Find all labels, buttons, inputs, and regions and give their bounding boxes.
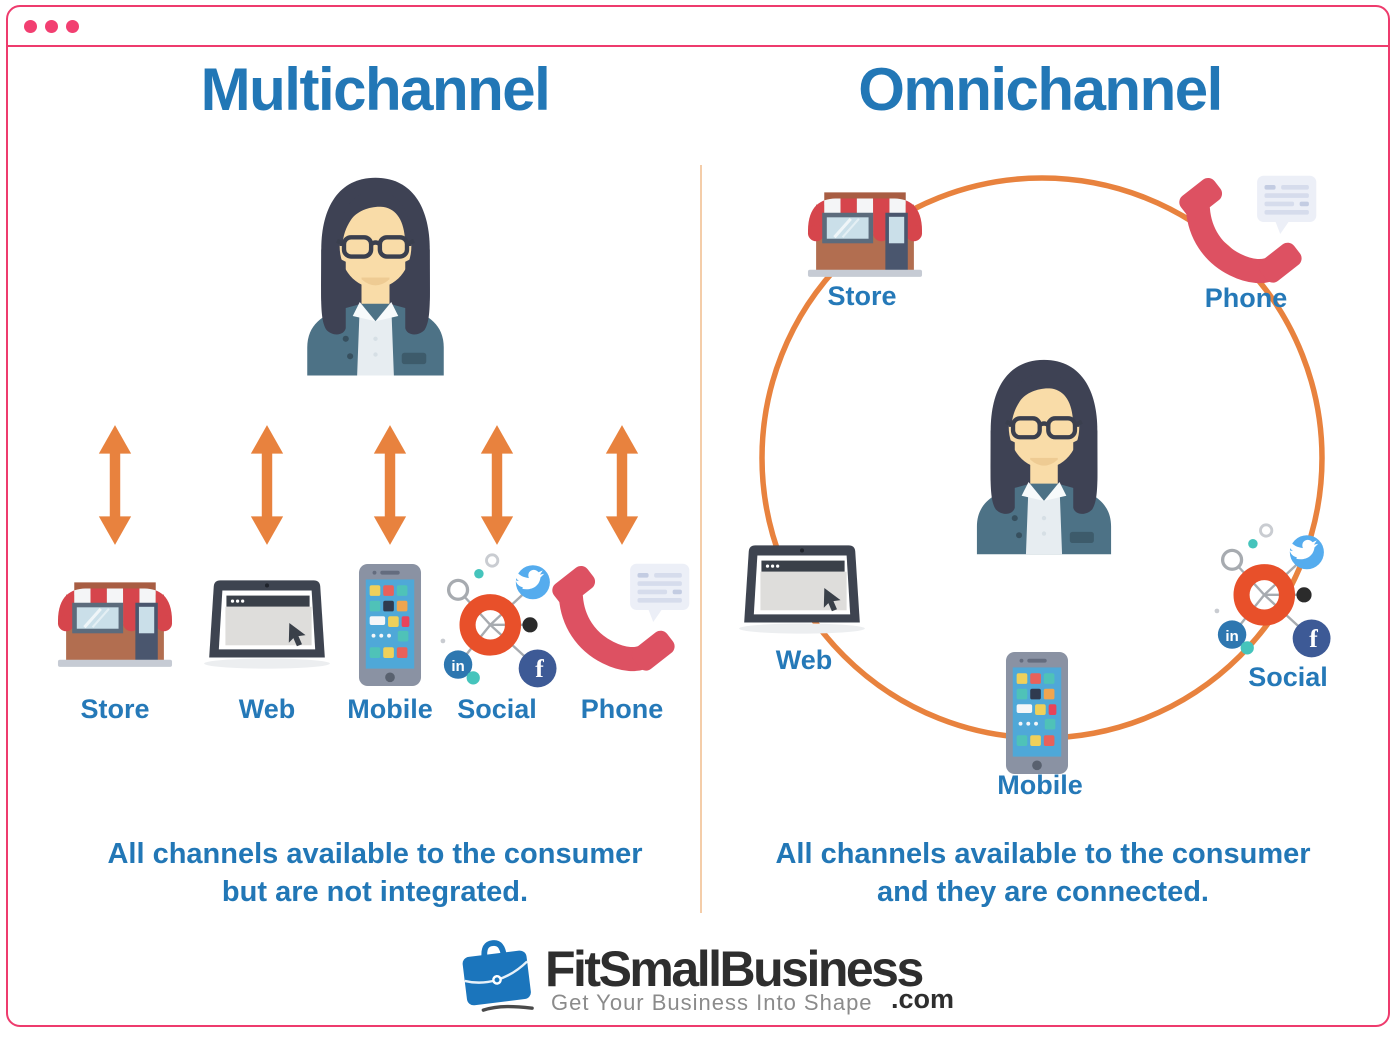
browser-window-frame (6, 5, 1390, 1027)
channel-label-web: Web (238, 694, 296, 724)
consumer-avatar-icon (958, 342, 1130, 560)
channel-label-mobile: Mobile (347, 694, 433, 724)
storefront-icon (799, 172, 931, 282)
smartphone-icon (354, 562, 426, 688)
double-arrow-icon (248, 422, 286, 548)
brand-tld: .com (891, 984, 955, 1014)
channel-label-phone: Phone (580, 694, 664, 724)
phone-handset-icon (545, 556, 693, 688)
channel-label-social: Social (457, 694, 537, 724)
social-network-icon (1198, 518, 1340, 666)
omnichannel-caption: All channels available to the consumer a… (718, 835, 1368, 911)
panel-divider (700, 165, 702, 913)
channel-label-mobile: Mobile (997, 770, 1083, 800)
channel-label-web: Web (775, 645, 833, 675)
channel-label-store: Store (80, 694, 150, 724)
channel-label-social: Social (1248, 662, 1328, 692)
channel-label-phone: Phone (1204, 283, 1288, 313)
laptop-icon (731, 543, 873, 637)
omnichannel-title: Omnichannel (858, 56, 1223, 123)
multichannel-title: Multichannel (200, 56, 551, 123)
window-dot-icon (66, 19, 79, 33)
window-dot-icon (24, 19, 37, 33)
consumer-avatar-icon (288, 158, 463, 383)
smartphone-icon (1001, 650, 1073, 776)
briefcase-icon (458, 936, 536, 1014)
window-dot-icon (45, 19, 58, 33)
phone-handset-icon (1172, 168, 1320, 300)
caption-line: All channels available to the consumer (107, 838, 643, 870)
window-titlebar (8, 7, 1388, 47)
caption-line: and they are connected. (877, 876, 1209, 908)
brand-tagline: Get Your Business Into Shape (551, 990, 873, 1015)
double-arrow-icon (603, 422, 641, 548)
double-arrow-icon (371, 422, 409, 548)
double-arrow-icon (478, 422, 516, 548)
double-arrow-icon (96, 422, 134, 548)
multichannel-caption: All channels available to the consumer b… (55, 835, 695, 911)
brand-wordmark: FitSmallBusiness (545, 941, 924, 997)
channel-label-store: Store (827, 281, 897, 311)
caption-line: but are not integrated. (221, 876, 529, 908)
storefront-icon (49, 562, 181, 672)
laptop-icon (196, 578, 338, 672)
caption-line: All channels available to the consumer (775, 838, 1311, 870)
